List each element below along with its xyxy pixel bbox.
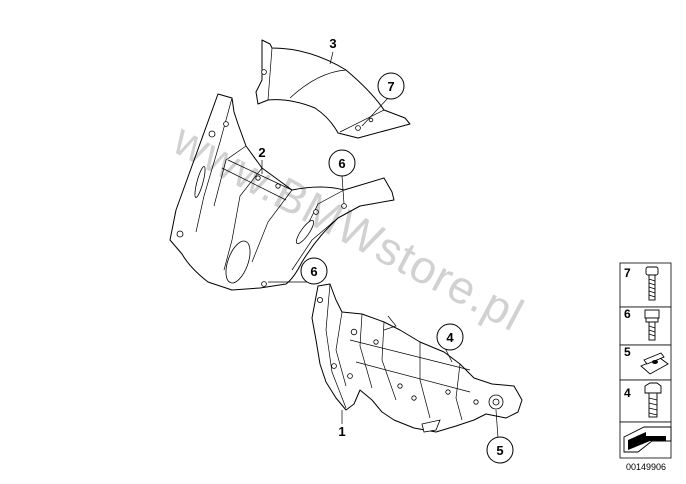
- leader-lines: [261, 51, 499, 439]
- callout-7: 7: [387, 79, 394, 94]
- key-label-6: 6: [624, 307, 631, 321]
- part-1-bracket: [311, 283, 523, 433]
- callout-4: 4: [446, 330, 454, 345]
- callout-6b-circle: 6: [300, 257, 328, 285]
- callout-5: 5: [496, 443, 503, 458]
- callout-6-upper: 6: [338, 156, 345, 171]
- hex-screw-icon: [644, 382, 662, 418]
- callout-7-circle: 7: [377, 72, 405, 100]
- part-3-trim-panel: [255, 39, 411, 139]
- callout-3: 3: [329, 36, 336, 51]
- clip-nut-icon: [640, 352, 669, 375]
- arrow-icon: [623, 426, 672, 453]
- key-label-7: 7: [624, 266, 631, 280]
- callout-2: 2: [258, 145, 265, 160]
- part-2-fairing-shell: [169, 93, 395, 291]
- callout-4-circle: 4: [436, 323, 464, 351]
- callout-1: 1: [338, 424, 345, 439]
- collar-screw-icon: [644, 309, 660, 341]
- callout-6-lower: 6: [310, 264, 317, 279]
- parts-key: 7 6 5 4: [619, 262, 672, 472]
- screw-icon: [645, 266, 659, 301]
- callout-5-circle: 5: [486, 436, 514, 464]
- key-label-5: 5: [624, 345, 631, 359]
- callout-6a-circle: 6: [328, 149, 356, 177]
- key-label-4: 4: [624, 386, 631, 400]
- diagram-number: 00149906: [626, 462, 666, 472]
